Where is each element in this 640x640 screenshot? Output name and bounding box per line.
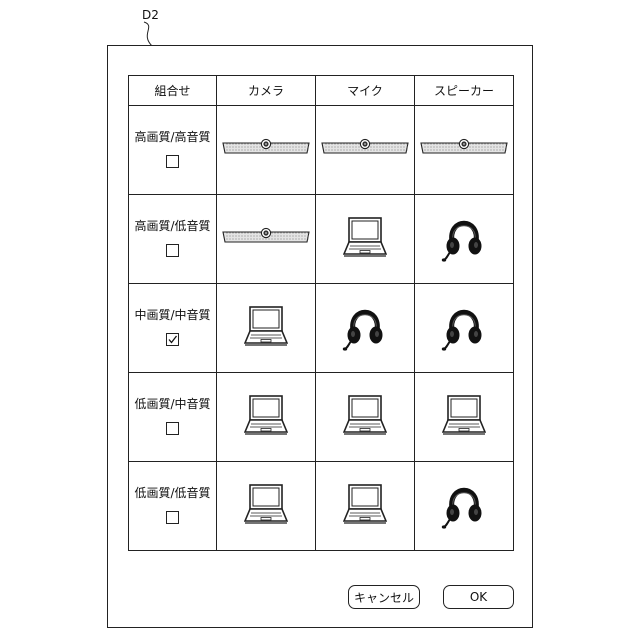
speaker-device-cell	[415, 284, 514, 373]
speaker-device-cell	[415, 462, 514, 551]
camera-device-cell	[217, 195, 316, 284]
combination-cell: 高画質/低音質	[129, 195, 217, 284]
combination-label: 中画質/中音質	[129, 306, 216, 323]
microphone-device-cell	[316, 195, 415, 284]
combination-checkbox[interactable]	[166, 511, 179, 524]
camera-device-cell	[217, 373, 316, 462]
speaker-device-cell	[415, 373, 514, 462]
microphone-device-cell	[316, 462, 415, 551]
headset-icon	[441, 209, 487, 265]
header-speaker: スピーカー	[415, 76, 514, 106]
device-combination-dialog: 組合せ カメラ マイク スピーカー 高画質/高音質 高画質/低音質	[107, 45, 533, 628]
header-combination: 組合せ	[129, 76, 217, 106]
camera-bar-icon	[221, 138, 311, 158]
combination-checkbox[interactable]	[166, 422, 179, 435]
header-microphone: マイク	[316, 76, 415, 106]
speaker-device-cell	[415, 195, 514, 284]
microphone-device-cell	[316, 106, 415, 195]
combination-checkbox[interactable]	[166, 333, 179, 346]
laptop-icon	[343, 483, 387, 525]
header-camera: カメラ	[217, 76, 316, 106]
combination-label: 低画質/中音質	[129, 395, 216, 412]
camera-device-cell	[217, 284, 316, 373]
camera-device-cell	[217, 106, 316, 195]
checkmark-icon	[167, 334, 178, 345]
table-row: 高画質/高音質	[129, 106, 514, 195]
table-row: 中画質/中音質	[129, 284, 514, 373]
combination-cell: 高画質/高音質	[129, 106, 217, 195]
combination-label: 低画質/低音質	[129, 484, 216, 501]
laptop-icon	[244, 305, 288, 347]
laptop-icon	[244, 394, 288, 436]
laptop-icon	[442, 394, 486, 436]
laptop-icon	[343, 394, 387, 436]
headset-icon	[441, 298, 487, 354]
camera-bar-icon	[221, 227, 311, 247]
combination-cell: 低画質/中音質	[129, 373, 217, 462]
combination-cell: 低画質/低音質	[129, 462, 217, 551]
table-row: 低画質/中音質	[129, 373, 514, 462]
speaker-device-cell	[415, 106, 514, 195]
combination-checkbox[interactable]	[166, 244, 179, 257]
ok-button[interactable]: OK	[443, 585, 514, 609]
laptop-icon	[244, 483, 288, 525]
cancel-button[interactable]: キャンセル	[348, 585, 420, 609]
header-row: 組合せ カメラ マイク スピーカー	[129, 76, 514, 106]
table-row: 低画質/低音質	[129, 462, 514, 551]
headset-icon	[441, 476, 487, 532]
headset-icon	[342, 298, 388, 354]
combination-label: 高画質/低音質	[129, 217, 216, 234]
microphone-device-cell	[316, 284, 415, 373]
microphone-device-cell	[316, 373, 415, 462]
laptop-icon	[343, 216, 387, 258]
combination-table: 組合せ カメラ マイク スピーカー 高画質/高音質 高画質/低音質	[128, 75, 514, 551]
combination-label: 高画質/高音質	[129, 128, 216, 145]
combination-cell: 中画質/中音質	[129, 284, 217, 373]
camera-device-cell	[217, 462, 316, 551]
camera-bar-icon	[419, 138, 509, 158]
table-row: 高画質/低音質	[129, 195, 514, 284]
camera-bar-icon	[320, 138, 410, 158]
combination-checkbox[interactable]	[166, 155, 179, 168]
